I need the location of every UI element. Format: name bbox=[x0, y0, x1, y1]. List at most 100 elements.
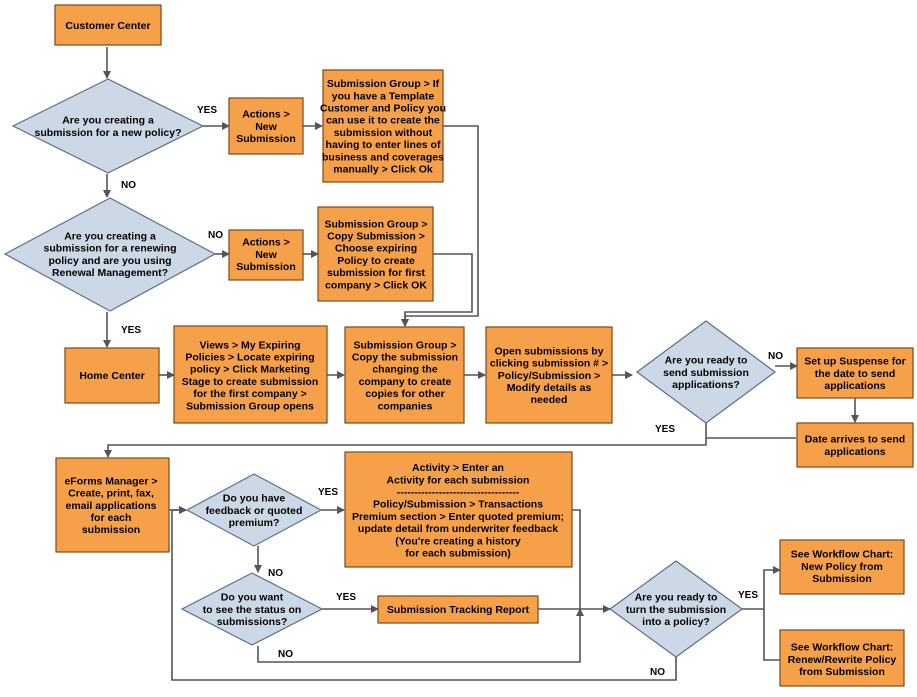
node-text-line: Submission Group > If bbox=[327, 78, 440, 90]
node-text-line: update detail from underwriter feedback bbox=[358, 523, 558, 535]
node-text-line: turn the submission bbox=[626, 604, 726, 616]
node-text-line: Policy/Submission > Transactions bbox=[373, 499, 543, 511]
no-label-feedback: NO bbox=[268, 568, 283, 579]
node-text-line: Customer Center bbox=[65, 20, 150, 32]
node-text-line: submission for a new policy? bbox=[34, 127, 181, 139]
node-text-line: Are you ready to bbox=[635, 592, 718, 604]
node-text-line: Premium section > Enter quoted premium; bbox=[352, 511, 564, 523]
node-text-line: send submission bbox=[663, 367, 749, 379]
node-text-line: email applications bbox=[65, 500, 156, 512]
node-text-line: applications bbox=[824, 446, 885, 458]
no-label-status: NO bbox=[278, 649, 293, 660]
node-text-line: Set up Suspense for bbox=[804, 356, 906, 368]
node-text-line: changing the bbox=[372, 364, 437, 376]
node-text-line: needed bbox=[531, 394, 568, 406]
node-text-line: Customer and Policy you bbox=[320, 103, 446, 115]
node-text-line: ----------------------------------- bbox=[397, 487, 520, 499]
copy-submission-box: Submission Group >Copy Submission >Choos… bbox=[317, 206, 434, 302]
node-text-line: Submission bbox=[236, 133, 296, 145]
edge-labels: YES NO NO YES NO YES YES NO YES NO YES N… bbox=[121, 105, 783, 678]
node-text-line: into a policy? bbox=[642, 616, 710, 628]
node-text-line: Create, print, fax, bbox=[68, 488, 154, 500]
node-text-line: premium? bbox=[229, 517, 280, 529]
node-text-line: Do you want bbox=[221, 592, 284, 604]
node-text-line: applications? bbox=[672, 379, 740, 391]
yes-label-new: YES bbox=[197, 105, 217, 116]
node-text-line: submission without bbox=[334, 127, 433, 139]
node-text-line: Policy to create bbox=[337, 255, 415, 267]
node-text-line: submission for first bbox=[327, 267, 426, 279]
node-text-line: Copy the submission bbox=[352, 352, 458, 364]
node-text-line: policy > Click Marketing bbox=[190, 364, 310, 376]
node-text-line: Renew/Rewrite Policy bbox=[788, 654, 897, 666]
node-text-line: for each submission) bbox=[405, 548, 511, 560]
node-text-line: Home Center bbox=[79, 370, 144, 382]
node-text-line: New bbox=[255, 121, 277, 133]
copy-for-other-companies-box: Submission Group >Copy the submissioncha… bbox=[344, 326, 465, 424]
node-text-line: Views > My Expiring bbox=[199, 339, 300, 351]
node-text-line: Submission Group > bbox=[354, 339, 457, 351]
node-text-line: Policy/Submission > bbox=[498, 370, 600, 382]
no-label-renewing: NO bbox=[208, 230, 223, 241]
node-text-line: Submission Group opens bbox=[186, 400, 314, 412]
node-text-line: Choose expiring bbox=[335, 243, 417, 255]
home-center-box: Home Center bbox=[64, 347, 160, 404]
node-text-line: policy and are you using bbox=[48, 255, 171, 267]
node-text-line: having to enter lines of bbox=[326, 139, 441, 151]
node-text-line: Submission Tracking Report bbox=[387, 604, 530, 616]
node-text-line: can use it to create the bbox=[326, 115, 440, 127]
node-text-line: Policies > Locate expiring bbox=[185, 352, 314, 364]
renew-rewrite-workflow-box: See Workflow Chart:Renew/Rewrite Policyf… bbox=[779, 629, 905, 687]
yes-label-renewing: YES bbox=[121, 325, 141, 336]
node-text-line: submission bbox=[82, 524, 140, 536]
node-text-line: Activity for each submission bbox=[387, 474, 530, 486]
node-text-line: Actions > bbox=[242, 237, 290, 249]
node-text-line: Actions > bbox=[242, 109, 290, 121]
node-text-line: Copy Submission > bbox=[327, 231, 425, 243]
node-text-line: Submission Group > bbox=[325, 218, 428, 230]
node-text-line: See Workflow Chart: bbox=[791, 642, 894, 654]
no-label-send: NO bbox=[768, 351, 783, 362]
connectors bbox=[103, 47, 859, 681]
node-text-line: Are you ready to bbox=[665, 355, 748, 367]
yes-label-status: YES bbox=[336, 592, 356, 603]
node-text-line: New Policy from bbox=[801, 561, 883, 573]
node-text-line: Date arrives to send bbox=[805, 434, 905, 446]
node-text-line: manually > Click Ok bbox=[333, 164, 433, 176]
node-text-line: Do you have bbox=[223, 493, 286, 505]
yes-label-turn: YES bbox=[738, 590, 758, 601]
node-text-line: to see the status on bbox=[203, 604, 302, 616]
node-text-line: for each bbox=[91, 512, 132, 524]
nodes: Customer Center Are you creating asubmis… bbox=[3, 4, 914, 687]
node-text-line: business and coverages bbox=[322, 151, 444, 163]
node-text-line: Renewal Management? bbox=[52, 267, 168, 279]
node-text-line: companies bbox=[378, 400, 433, 412]
new-policy-workflow-box: See Workflow Chart:New Policy fromSubmis… bbox=[779, 539, 905, 595]
node-text-line: clicking submission # > bbox=[490, 358, 608, 370]
node-text-line: the date to send bbox=[815, 368, 896, 380]
node-text-line: (You're creating a history bbox=[395, 535, 521, 547]
node-text-line: submission for a renewing bbox=[43, 243, 176, 255]
node-text-line: Open submissions by bbox=[494, 345, 603, 357]
node-text-line: Stage to create submission bbox=[182, 376, 319, 388]
node-text-line: copies for other bbox=[365, 388, 444, 400]
node-text-line: company to create bbox=[359, 376, 452, 388]
yes-label-feedback: YES bbox=[318, 487, 338, 498]
node-text-line: you have a Template bbox=[332, 90, 435, 102]
node-text-line: submissions? bbox=[217, 616, 288, 628]
node-text-line: Activity > Enter an bbox=[412, 462, 504, 474]
